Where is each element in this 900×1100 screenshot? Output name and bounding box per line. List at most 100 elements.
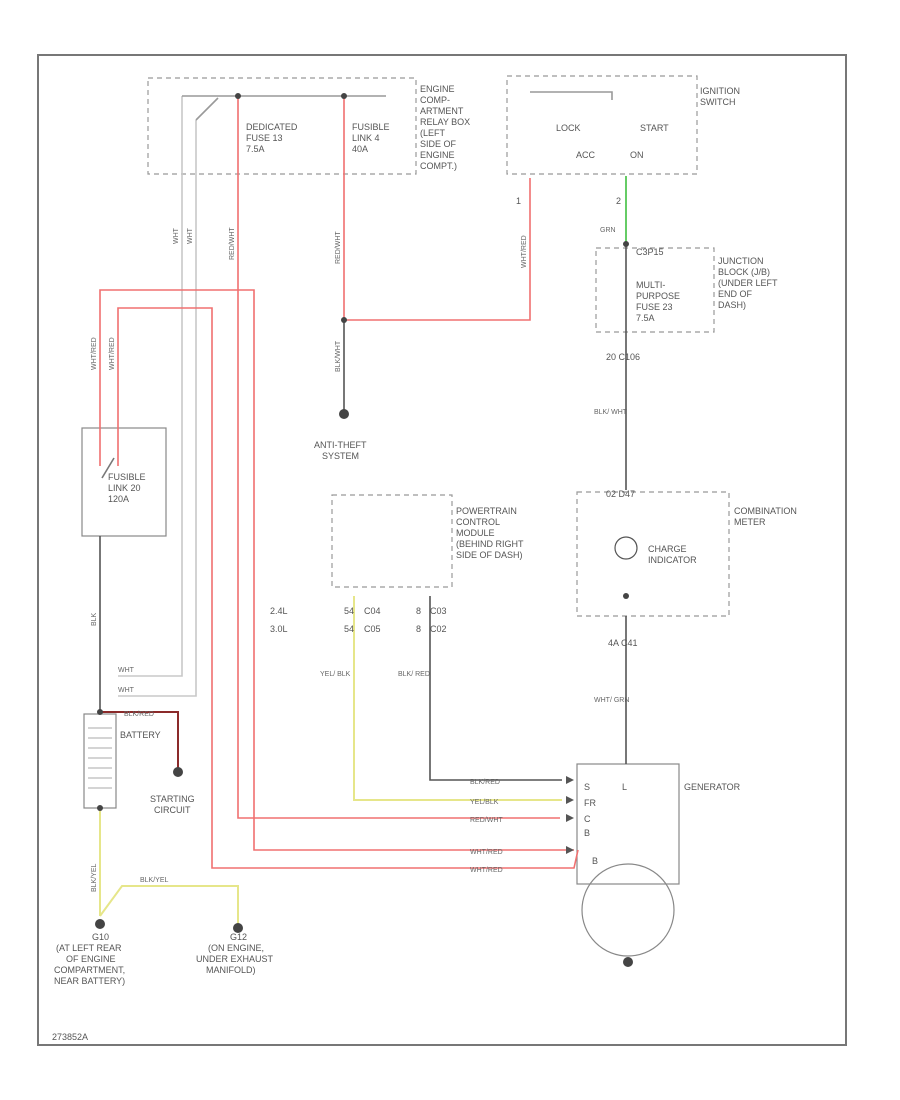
jb-connector-bottom: 20 C106	[606, 352, 640, 362]
switch-acc-label: ACC	[576, 150, 596, 160]
pcm-line: CONTROL	[456, 517, 500, 527]
wire-wht-red-a	[99, 289, 574, 851]
engine-relay-box	[147, 77, 417, 175]
wires	[99, 91, 627, 926]
jb-line: JUNCTION	[718, 256, 764, 266]
jb-line: (UNDER LEFT	[718, 278, 778, 288]
charge-line: CHARGE	[648, 544, 687, 554]
gen-terminal-FR: FR	[584, 798, 596, 808]
wire-nodes	[95, 93, 633, 967]
pcm-line: SIDE OF DASH)	[456, 550, 523, 560]
pcm-label: POWERTRAIN CONTROL MODULE (BEHIND RIGHT …	[456, 506, 524, 560]
wire-label: RED/WHT	[335, 231, 342, 264]
meter-connector-top: 02 D47	[606, 489, 635, 499]
wire-label: WHT	[118, 667, 135, 674]
wire-label: WHT/RED	[109, 337, 116, 370]
pcm-line: MODULE	[456, 528, 495, 538]
fuse-line: 40A	[352, 144, 368, 154]
g12-line: MANIFOLD)	[206, 965, 256, 975]
wire-yel-blk-gen	[353, 596, 562, 801]
pcm-conn-b: C05	[364, 624, 381, 634]
antitheft-line: ANTI-THEFT	[314, 440, 367, 450]
wire-blk-red-gen	[429, 596, 562, 781]
dedicated-fuse-label: DEDICATED FUSE 13 7.5A	[246, 122, 298, 154]
g10-line: NEAR BATTERY)	[54, 976, 125, 986]
switch-pin-2: 2	[616, 196, 621, 206]
wire-blk-red-starting	[100, 711, 179, 772]
charge-indicator-lamp-icon	[614, 536, 638, 560]
wire-label: WHT/RED	[521, 235, 528, 268]
relay-box-line: ARTMENT	[420, 106, 464, 116]
antitheft-line: SYSTEM	[322, 451, 359, 461]
mfuse-line: PURPOSE	[636, 291, 680, 301]
fl20-line: 120A	[108, 494, 129, 504]
switch-line: IGNITION	[700, 86, 740, 96]
ignition-switch-box	[506, 75, 698, 175]
gen-terminal-L: L	[622, 782, 627, 792]
wire-label: WHT/ GRN	[594, 697, 629, 704]
pcm-box	[331, 494, 453, 588]
wire-label: BLK/RED	[470, 779, 500, 786]
wire-label: YEL/BLK	[470, 799, 499, 806]
diagram-frame	[37, 54, 847, 1046]
gen-terminal-S: S	[584, 782, 590, 792]
mfuse-line: MULTI-	[636, 280, 665, 290]
pcm-conn-d: C02	[430, 624, 447, 634]
junction-block-box	[595, 247, 715, 333]
wire-label: BLK/YEL	[91, 863, 98, 892]
pcm-2-4l: 2.4L	[270, 606, 288, 616]
fl20-line: LINK 20	[108, 483, 141, 493]
wire-label: WHT/RED	[470, 849, 503, 856]
wire-label: BLK/ RED	[398, 671, 430, 678]
pcm-pin-54b: 54	[344, 624, 354, 634]
multi-fuse-label: MULTI- PURPOSE FUSE 23 7.5A	[636, 280, 680, 323]
wire-label: WHT	[187, 227, 194, 244]
jb-line: BLOCK (J/B)	[718, 267, 770, 277]
wire-label: BLK/WHT	[335, 340, 342, 372]
ground-g10-label: G10 (AT LEFT REAR OF ENGINE COMPARTMENT,…	[54, 932, 125, 986]
gen-terminal-B: B	[592, 856, 598, 866]
fuse-line: FUSIBLE	[352, 122, 390, 132]
pcm-3-0l: 3.0L	[270, 624, 288, 634]
fuse-line: LINK 4	[352, 133, 380, 143]
wire-label: WHT/RED	[470, 867, 503, 874]
fusible-link-20-box	[81, 427, 167, 537]
switch-line: SWITCH	[700, 97, 736, 107]
wire-switch-bus	[530, 91, 613, 100]
starting-circuit-label: STARTING CIRCUIT	[150, 794, 195, 815]
relay-box-line: SIDE OF	[420, 139, 457, 149]
fl20-line: FUSIBLE	[108, 472, 146, 482]
combination-meter-box	[576, 491, 730, 617]
generator-arrows	[566, 776, 574, 854]
ignition-switch-label: IGNITION SWITCH	[700, 86, 740, 107]
wire-label: RED/WHT	[470, 817, 503, 824]
battery-cells	[88, 727, 112, 789]
fusible-link-20-element	[101, 457, 115, 479]
pcm-line: (BEHIND RIGHT	[456, 539, 524, 549]
wire-blk-yel-g12	[99, 885, 239, 926]
relay-box-line: RELAY BOX	[420, 117, 470, 127]
engine-relay-box-label: ENGINE COMP- ARTMENT RELAY BOX (LEFT SID…	[420, 84, 470, 171]
g12-line: G12	[230, 932, 247, 942]
starting-line: CIRCUIT	[154, 805, 191, 815]
wire-label: BLK/ WHT	[594, 409, 628, 416]
jb-line: DASH)	[718, 300, 746, 310]
wire-red-wht-gen	[237, 96, 560, 819]
wire-label: GRN	[600, 227, 616, 234]
meter-connector-bottom: 4A C41	[608, 638, 638, 648]
relay-box-line: ENGINE	[420, 150, 455, 160]
combination-meter-label: COMBINATION METER	[734, 506, 797, 527]
g10-line: OF ENGINE	[66, 954, 116, 964]
switch-pin-1: 1	[516, 196, 521, 206]
pcm-conn-c: C03	[430, 606, 447, 616]
pcm-pin-8b: 8	[416, 624, 421, 634]
wire-label: BLK/RED	[124, 711, 154, 718]
jb-connector-top: C3P15	[636, 247, 664, 257]
wire-label: YEL/ BLK	[320, 671, 351, 678]
meter-line: COMBINATION	[734, 506, 797, 516]
gen-terminal-C: C	[584, 814, 591, 824]
starting-line: STARTING	[150, 794, 195, 804]
charge-indicator-label: CHARGE INDICATOR	[648, 544, 697, 565]
jb-line: END OF	[718, 289, 753, 299]
